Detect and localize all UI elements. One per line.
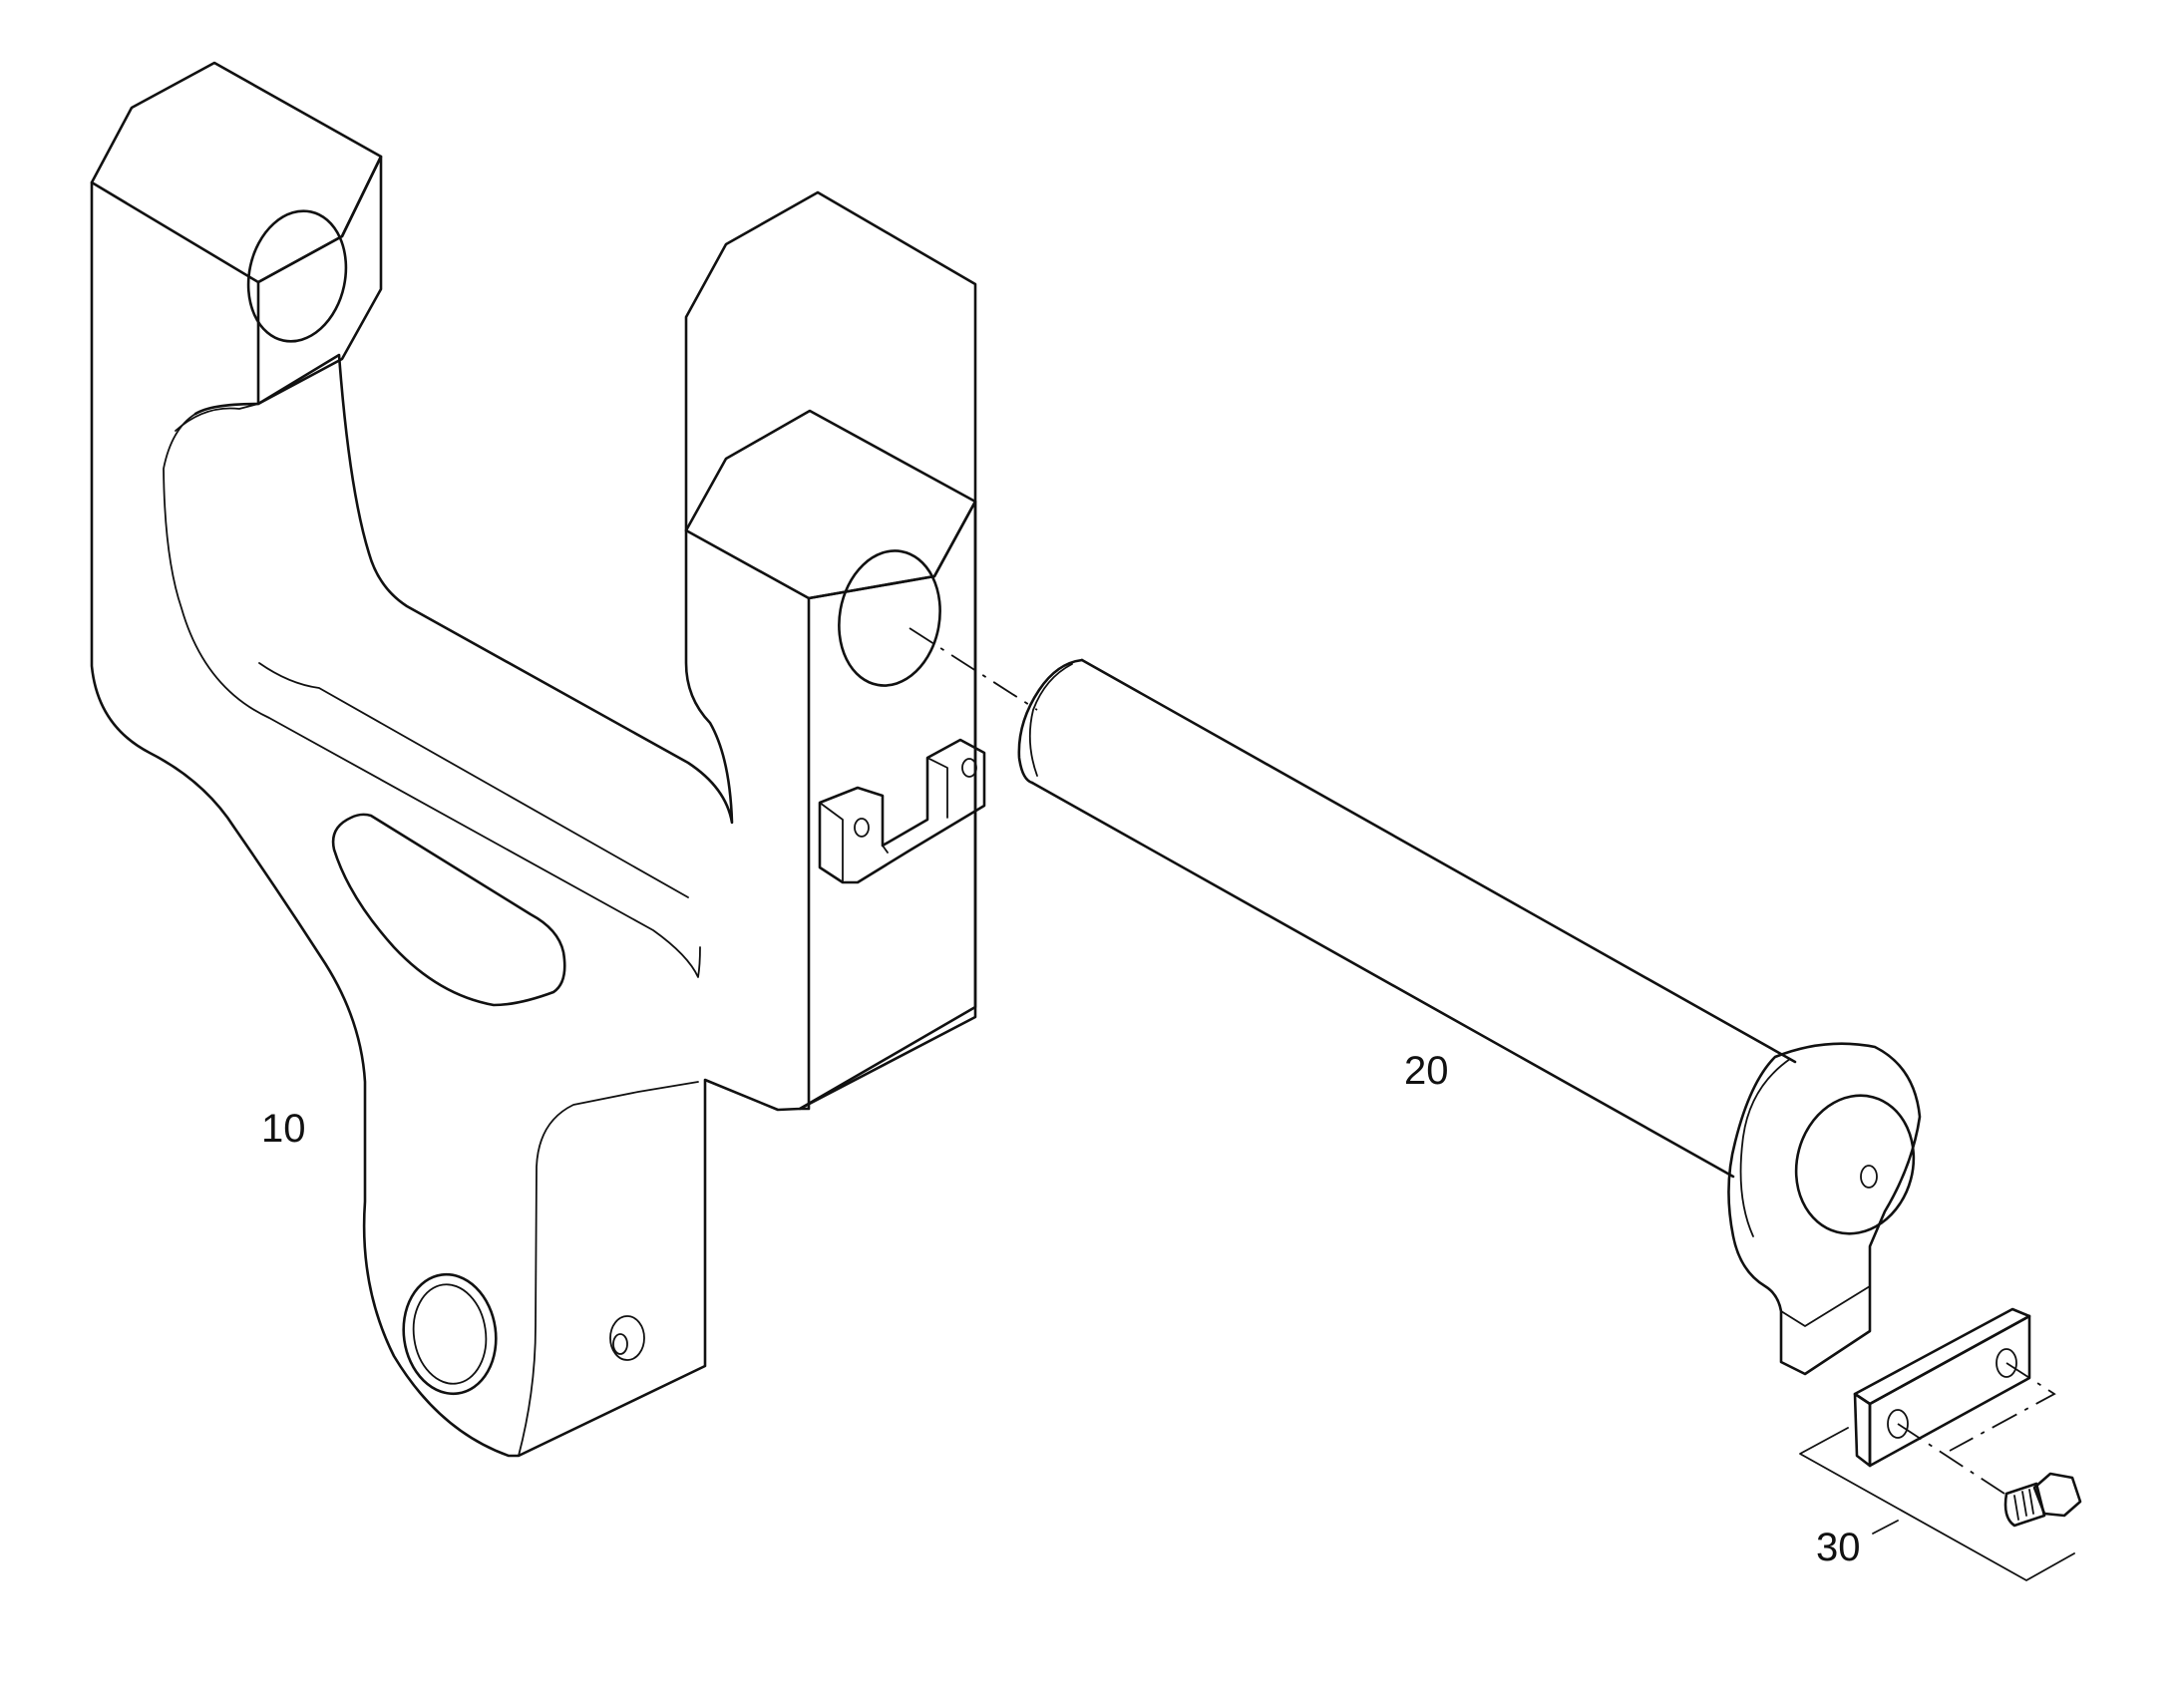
bracket-grease-hole (609, 1315, 645, 1361)
bracket-right-boss-top (684, 409, 977, 600)
bracket-grease-hole-inner (612, 1333, 628, 1355)
lock-plate-part (1853, 1307, 2082, 1528)
lock-plate-face (1868, 1314, 2031, 1468)
bracket-left-boss-top (90, 61, 383, 284)
bracket-right-boss-front (798, 500, 977, 1111)
bracket-left-bore (246, 209, 348, 343)
bracket-lock-tab-hole-right (961, 758, 977, 778)
callout-30-leader (1872, 1520, 1899, 1535)
bracket-slot (331, 813, 566, 1007)
centerline-plate-right (1949, 1362, 2056, 1452)
pin-head-rim (1739, 1058, 1791, 1237)
bracket-arm-lower-edge (258, 662, 689, 898)
bracket-lower-lug-edge (518, 1081, 699, 1457)
bolt-head (2032, 1472, 2082, 1518)
callout-label-lock-plate-kit: 30 (1816, 1526, 1861, 1569)
bracket-outline (90, 180, 977, 1458)
centerline-plate-to-bolt (1897, 1423, 2005, 1495)
bolt-thread (2013, 1489, 2034, 1521)
bracket-lower-bore-inner (412, 1283, 488, 1385)
bracket-arm-inner-edge (163, 413, 701, 978)
bracket-lock-tab-face (819, 757, 948, 883)
pin-head-boss (1794, 1094, 1916, 1235)
pin-end-face (1017, 658, 1084, 785)
bracket-arm-fillet (175, 403, 259, 432)
lock-plate-hole-right (1996, 1348, 2017, 1378)
bracket-lock-tab-hole-left (854, 818, 870, 838)
lock-plate-top (1853, 1307, 2031, 1406)
bracket-lock-tab (818, 738, 986, 884)
bracket-part (90, 61, 986, 1458)
pin-tab-edge (1780, 1285, 1871, 1327)
pin-body (1030, 658, 1797, 1179)
pin-part (1017, 658, 1922, 1376)
bracket-lower-bore-outer (402, 1272, 498, 1396)
callout-label-pin: 20 (1404, 1049, 1449, 1093)
pin-head-hole (1860, 1165, 1878, 1189)
kit-bracket-line (1799, 1427, 2075, 1581)
lock-plate-hole-left (1887, 1409, 1909, 1439)
callout-label-bracket: 10 (261, 1107, 306, 1151)
pin-chamfer (1028, 663, 1073, 777)
bracket-right-bore (838, 549, 941, 687)
lock-plate-front (1853, 1392, 1872, 1468)
bolt-shank (2003, 1482, 2046, 1528)
centerline-bore-to-pin (908, 627, 1038, 711)
